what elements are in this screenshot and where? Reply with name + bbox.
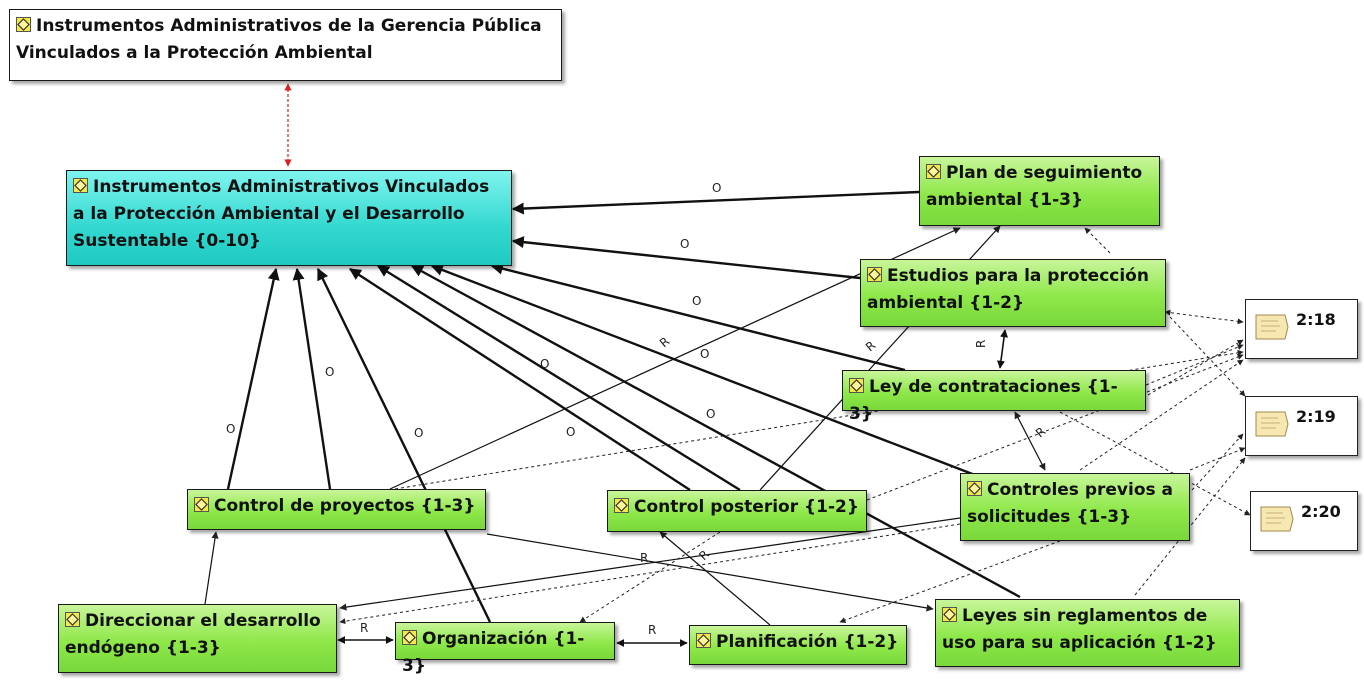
node-label: Plan de seguimiento ambiental {1-3} [926,163,1143,210]
edge-label-o: O [680,237,689,251]
edge-label-r: R [360,621,368,635]
memo-icon [1255,314,1289,340]
node-label: Ley de contrataciones {1-3} [849,377,1118,424]
node-label: Planificación {1-2} [716,632,899,652]
node-instrumentos-main[interactable]: Instrumentos Administrativos Vinculados … [66,170,512,266]
node-leyes-sin-reglamentos[interactable]: Leyes sin reglamentos de uso para su apl… [935,599,1240,667]
edge-3 [490,262,906,372]
code-icon [194,497,209,512]
node-label: Organización {1-3} [402,629,585,676]
node-label: Instrumentos Administrativos de la Geren… [16,16,542,63]
edge-label-r: R [863,338,878,354]
edge-4 [430,264,976,477]
edge-29 [866,354,1244,501]
node-controles-previos[interactable]: Controles previos a solicitudes {1-3} [960,473,1190,541]
code-icon [926,164,941,179]
code-icon [849,378,864,393]
node-label: Controles previos a solicitudes {1-3} [967,480,1174,527]
memo-label: 2:20 [1301,502,1341,521]
edge-11 [659,531,771,626]
edge-28 [1079,359,1244,471]
edge-label-o: O [706,407,715,421]
node-gerencia-publica[interactable]: Instrumentos Administrativos de la Geren… [9,9,562,81]
edge-label-r: R [640,551,648,565]
edge-13 [996,329,1009,369]
edge-9 [226,267,280,490]
memo-2-20[interactable]: 2:20 [1250,491,1358,551]
code-icon [696,633,711,648]
edge-32 [339,523,961,625]
code-icon [942,607,957,622]
node-ley-contrataciones[interactable]: Ley de contrataciones {1-3} [842,370,1146,424]
memo-2-19[interactable]: 2:19 [1245,396,1358,456]
edge-label-r: R [974,340,988,348]
edge-label-o: O [414,426,423,440]
edge-label-r: R [648,623,656,637]
node-control-proyectos[interactable]: Control de proyectos {1-3} [187,489,486,530]
edge-2 [511,236,861,280]
edge-label-o: O [540,357,549,371]
code-icon [402,630,417,645]
edge-label-r: R [657,334,672,350]
edge-label-o: O [712,181,721,195]
node-plan-seguimiento[interactable]: Plan de seguimiento ambiental {1-3} [919,156,1160,226]
code-icon [867,267,882,282]
edge-8 [292,267,332,490]
edge-5 [376,264,741,492]
edge-6 [348,267,691,492]
edge-35 [339,517,961,611]
node-estudios-proteccion[interactable]: Estudios para la protección ambiental {1… [860,259,1166,327]
memo-label: 2:19 [1296,407,1336,426]
edge-34 [579,531,721,623]
edge-22 [1169,316,1246,397]
edge-16 [486,533,934,612]
node-label: Leyes sin reglamentos de uso para su apl… [942,606,1217,653]
edge-24 [1147,339,1244,396]
edge-20 [1084,227,1111,254]
edge-label-o: O [692,294,701,308]
edge-26 [1189,447,1246,471]
edge-1 [511,190,920,215]
memo-2-18[interactable]: 2:18 [1245,299,1358,359]
node-label: Control de proyectos {1-3} [214,496,476,516]
edge-31 [1134,457,1246,596]
memo-label: 2:18 [1296,310,1336,329]
node-label: Control posterior {1-2} [634,497,859,517]
edge-21 [1164,309,1244,325]
memo-icon [1255,411,1289,437]
code-icon [65,612,80,627]
code-icon [967,481,982,496]
node-label: Direccionar el desarrollo endógeno {1-3} [65,611,321,658]
edge-27 [1191,433,1244,491]
edge-label-o: O [566,425,575,439]
code-icon [16,17,31,32]
node-planificacion[interactable]: Planificación {1-2} [689,625,907,665]
edge-label-o: O [226,422,235,436]
node-control-posterior[interactable]: Control posterior {1-2} [607,490,867,532]
edge-10 [316,267,492,623]
edge-label-r: R [696,547,712,563]
edge-25 [1059,411,1251,516]
code-icon [73,178,88,193]
edge-7 [410,264,1021,599]
memo-icon [1260,506,1294,532]
edge-label-o: O [700,347,709,361]
node-direccionar-desarrollo[interactable]: Direccionar el desarrollo endógeno {1-3} [58,604,337,673]
edge-label-o: O [325,365,334,379]
node-label: Estudios para la protección ambiental {1… [867,266,1149,313]
edge-17 [1014,411,1046,471]
node-label: Instrumentos Administrativos Vinculados … [73,177,490,251]
code-icon [614,498,629,513]
edge-12 [204,531,219,605]
node-organizacion[interactable]: Organización {1-3} [395,622,615,676]
edge-label-r: R [1033,424,1048,440]
